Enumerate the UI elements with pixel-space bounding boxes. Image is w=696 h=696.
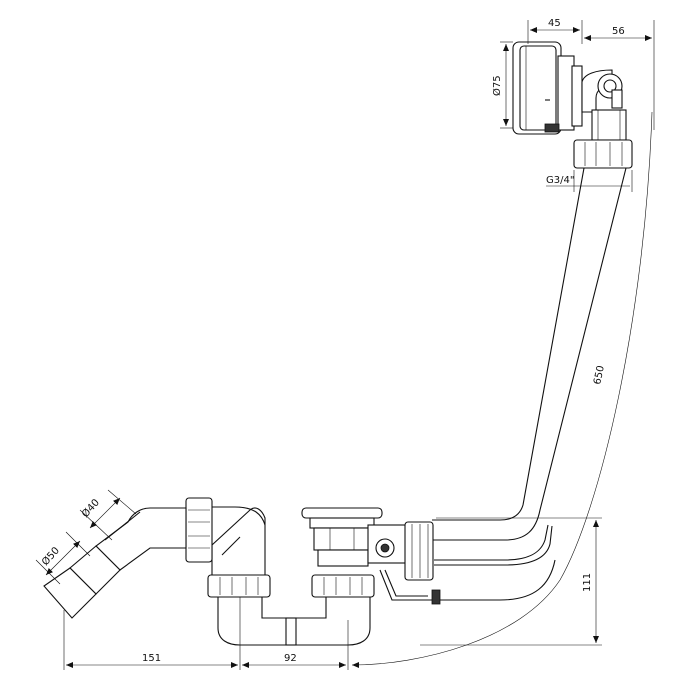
dim-45-label: 45 <box>548 18 561 29</box>
dim-overflow-diameter: Ø75 <box>491 41 513 129</box>
dim-thread: G3/4" <box>546 170 633 192</box>
trap-left-nut <box>207 574 271 598</box>
dim-111-label: 111 <box>582 573 593 592</box>
waste-valve <box>301 507 441 605</box>
dim-650-label: 650 <box>592 365 607 386</box>
dim-bottom: 151 92 <box>63 597 349 670</box>
dim-overflow-depth: 45 <box>527 18 583 44</box>
dim-overflow-offset: 56 <box>584 20 655 120</box>
dim-drop-height: 111 <box>420 517 602 646</box>
dim-151-label: 151 <box>142 653 161 664</box>
outlet-nut <box>185 497 213 563</box>
dim-50-label: Ø50 <box>39 545 62 568</box>
dim-cable-length: 650 <box>351 111 655 668</box>
waste-union-nut <box>311 574 375 598</box>
thread-label: G3/4" <box>546 175 574 186</box>
overflow-head <box>512 41 583 135</box>
bowden-cable <box>430 524 556 601</box>
dim-40-label: Ø40 <box>79 497 102 520</box>
connecting-pipe <box>432 167 627 541</box>
dim-92-label: 92 <box>284 653 297 664</box>
overflow-union-nut <box>573 139 633 169</box>
u-trap <box>217 597 371 646</box>
dim-56-label: 56 <box>612 26 625 37</box>
outlet-pipe <box>43 507 187 619</box>
overflow-elbow <box>581 69 627 141</box>
dim-75-label: Ø75 <box>491 75 503 96</box>
outlet-elbow <box>211 506 266 576</box>
